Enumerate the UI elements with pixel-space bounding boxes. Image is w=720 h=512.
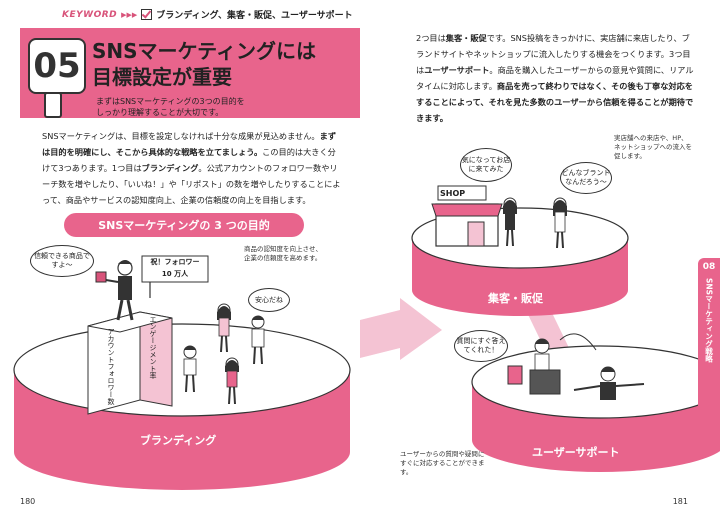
followers-bar-label: アカウントフォロワー数 [107,328,115,405]
body-bold-text: 商品を売って終わりではなく、その後も丁寧な対応をすることによって、それを見た多数… [416,81,694,123]
flow-arrow-left [360,298,442,360]
title-line-1: SNSマーケティングには [92,39,316,63]
body-text: 。商品を購入したユーザーからの意見や質問に、リアルタイムに対応します。 [416,65,694,91]
body-bold-text: ブランディング [141,163,199,173]
speech-bubble-kita: 気になってお店に来てみた [460,148,512,182]
subtitle-line-2: しっかり理解することが大切です。 [96,108,224,117]
shopper-woman [503,197,517,247]
page-subtitle: まずはSNSマーケティングの3つの目的を しっかり理解することが大切です。 [96,96,245,118]
chapter-side-tab: 08 SNSマーケティング戦略 [698,258,720,440]
branding-illustration [13,255,351,490]
connection-arrow [559,333,597,351]
crowd-woman-2 [225,357,239,405]
page-number-left: 180 [20,497,36,506]
disk-label-support: ユーザーサポート [532,446,620,459]
body-bold-text: まずは目的を明確にし、そこから具体的な戦略を立てましょう。 [42,131,337,157]
presenter-body [118,276,132,300]
engagement-bar-label: エンゲージメント率 [149,316,157,379]
speech-bubble-brand: どんなブランドなんだろう〜 [560,162,612,194]
page-title: SNSマーケティングには 目標設定が重要 [92,38,352,90]
note-store: 実店舗への来店や、HP、ネットショップへの流入を促します。 [614,134,692,160]
right-page: 2つ目は集客・販促です。SNS投稿をきっかけに、実店舗に来店したり、ブランドサイ… [360,0,720,512]
body-text-left: SNSマーケティングは、目標を設定しなければ十分な成果が見込めません。まずは目的… [42,128,342,208]
presenter-hair [118,260,132,264]
section-heading: SNSマーケティングの 3 つの目的 [64,213,304,237]
body-text: この目的は大きく分けて3つあります。1つ目は [42,147,336,173]
chapter-number: 08 [702,262,716,272]
follower-sign-text: 祝！フォロワー 10 万人 [142,256,208,280]
presenter-leg [126,299,134,321]
note-trust: 商品の認知度を向上させ、企業の信頼度を高めます。 [244,245,322,262]
note-support: ユーザーからの質問や疑問にすぐに対応することができます。 [400,450,485,476]
shop-sign-text: SHOP [440,189,466,198]
shopper-woman-2 [553,197,567,249]
support-disk-top [471,345,720,419]
body-text: 。公式アカウントのフォロワー数やリーチ数を増やしたり、「いいね！」や「リポスト」… [42,163,341,205]
crowd-woman [217,303,231,353]
presenter-arm [105,279,119,283]
shop-door [467,221,485,247]
product-box-icon [507,365,523,385]
keyword-tag: KEYWORD [62,9,118,20]
body-bold-text: 集客・販促 [445,33,487,43]
smartphone-icon [44,92,62,118]
product-box-icon [95,271,107,283]
checkbox-icon [141,9,153,20]
shop-awning [431,203,503,217]
speech-bubble-anshin: 安心だね [248,288,290,312]
crowd-man-2 [183,345,197,393]
keyword-header: KEYWORD ▶▶▶ ブランディング、集客・販促、ユーザーサポート [62,8,353,21]
seated-customer [507,338,561,395]
bar-top [87,311,173,333]
body-text: 2つ目は [416,33,446,43]
crowd-man [251,315,265,365]
speech-bubble-trust: 信頼できる商品ですよ〜 [30,245,94,277]
subtitle-line-1: まずはSNSマーケティングの3つの目的を [96,97,245,106]
presenter-leg [116,299,124,321]
shop-sign [437,185,487,201]
sign-bottom-text: 10 万人 [161,270,189,278]
keyword-arrows: ▶▶▶ [121,10,138,19]
keyword-text: ブランディング、集客・販促、ユーザーサポート [156,11,353,21]
left-page: KEYWORD ▶▶▶ ブランディング、集客・販促、ユーザーサポート 05 SN… [0,0,360,512]
body-text-right: 2つ目は集客・販促です。SNS投稿をきっかけに、実店舗に来店したり、ブランドサイ… [416,30,698,126]
body-text: です。SNS投稿をきっかけに、実店舗に来店したり、ブランドサイトやネットショップ… [416,33,691,75]
follower-sign [141,255,209,283]
support-staff [573,366,645,400]
disk-label-branding: ブランディング [140,434,217,447]
body-text: SNSマーケティングは、目標を設定しなければ十分な成果が見込めません。 [42,131,320,141]
title-line-2: 目標設定が重要 [92,65,232,89]
chapter-title: SNSマーケティング戦略 [704,278,714,363]
speech-bubble-question: 質問にすぐ答えてくれた！ [454,330,508,362]
sign-top-text: 祝！フォロワー [150,258,200,266]
branding-disk-top [13,323,351,417]
page-number-right: 181 [672,497,688,506]
disk-label-sales: 集客・販促 [488,292,543,305]
body-bold-text: ユーザーサポート [424,65,490,75]
sales-support-illustration [360,185,720,472]
section-number: 05 [28,38,86,94]
